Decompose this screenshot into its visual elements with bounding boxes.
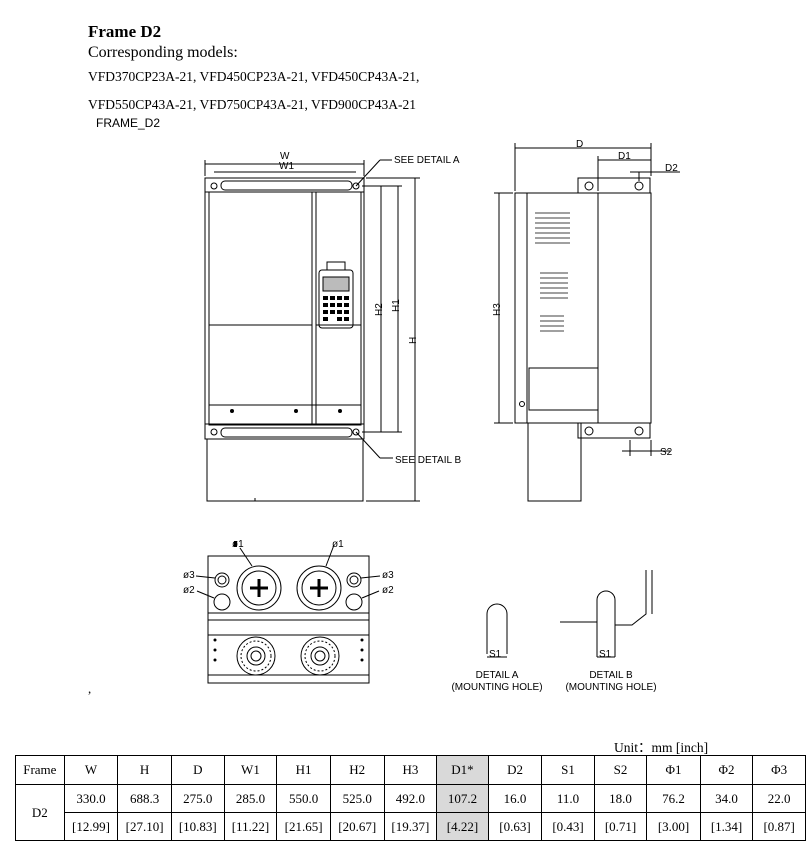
frame-cell: D2 xyxy=(15,784,65,841)
phi1-label-right: ø1 xyxy=(332,539,344,550)
models-line-2: VFD550CP43A-21, VFD750CP43A-21, VFD900CP… xyxy=(88,97,417,112)
cell-h1-mm: 550.0 xyxy=(276,784,331,813)
dim-label-h3: H3 xyxy=(492,303,503,316)
col-header-s2: S2 xyxy=(593,755,648,785)
detail-b-drawing xyxy=(560,570,653,658)
cell-h2-mm: 525.0 xyxy=(329,784,385,813)
dim-label-d1: D1 xyxy=(618,151,631,162)
cell-s2-mm: 18.0 xyxy=(593,784,648,813)
phi3-label-right: ø3 xyxy=(382,570,394,581)
front-view xyxy=(204,159,420,502)
cell-w-mm: 330.0 xyxy=(63,784,119,813)
col-header-phi3: Φ3 xyxy=(752,755,806,785)
col-header-w1: W1 xyxy=(223,755,278,785)
cell-s1-mm: 11.0 xyxy=(541,784,595,813)
cell-h3-inch: [19.37] xyxy=(383,812,438,841)
cell-h2-inch: [20.67] xyxy=(329,812,385,841)
detail-b-sublabel: (MOUNTING HOLE) xyxy=(565,682,656,693)
detail-a-label: DETAIL A xyxy=(476,670,519,681)
dim-label-h: H xyxy=(408,337,419,344)
unit-label: Unit：mm [inch] xyxy=(614,740,709,755)
phi1-label-left: ø1 xyxy=(232,539,244,550)
cell-phi3-inch: [0.87] xyxy=(752,812,806,841)
cell-d2-inch: [0.63] xyxy=(487,812,543,841)
cell-d-inch: [10.83] xyxy=(170,812,225,841)
dimension-table: Frame W H D W1 H1 H2 H3 D1* D2 S1 S2 Φ1 … xyxy=(15,755,806,841)
cell-phi2-inch: [1.34] xyxy=(699,812,754,841)
cell-h3-mm: 492.0 xyxy=(383,784,438,813)
col-header-w: W xyxy=(63,755,119,785)
dim-label-w1: W1 xyxy=(279,161,294,172)
bottom-view xyxy=(195,541,381,684)
cell-phi1-inch: [3.00] xyxy=(646,812,701,841)
cell-phi1-mm: 76.2 xyxy=(646,784,701,813)
cell-h-inch: [27.10] xyxy=(117,812,172,841)
cell-s1-inch: [0.43] xyxy=(541,812,595,841)
cell-w1-mm: 285.0 xyxy=(223,784,278,813)
detail-a-drawing xyxy=(486,603,508,658)
col-header-s1: S1 xyxy=(541,755,595,785)
cell-phi3-mm: 22.0 xyxy=(752,784,806,813)
dim-label-h1: H1 xyxy=(391,299,402,312)
cell-w1-inch: [11.22] xyxy=(223,812,278,841)
dimension-drawing: W W1 SEE DETAIL A SEE DETAIL B H2 H1 H D… xyxy=(183,139,680,693)
detail-b-label: DETAIL B xyxy=(589,670,633,681)
see-detail-a-label: SEE DETAIL A xyxy=(394,155,460,166)
cell-s2-inch: [0.71] xyxy=(593,812,648,841)
detail-a-sublabel: (MOUNTING HOLE) xyxy=(451,682,542,693)
stray-mark: , xyxy=(88,681,92,696)
side-view xyxy=(494,143,680,502)
cell-d2-mm: 16.0 xyxy=(487,784,543,813)
cell-d-mm: 275.0 xyxy=(170,784,225,813)
col-header-phi2: Φ2 xyxy=(699,755,754,785)
dim-label-w: W xyxy=(280,151,290,162)
phi2-label-left: ø2 xyxy=(183,585,195,596)
cell-d1-mm: 107.2 xyxy=(436,784,489,813)
cell-d1-inch: [4.22] xyxy=(436,812,489,841)
detail-b-s1-label: S1 xyxy=(599,649,612,660)
models-line-1: VFD370CP23A-21, VFD450CP23A-21, VFD450CP… xyxy=(88,69,420,84)
dim-label-s2: S2 xyxy=(660,447,673,458)
dim-label-d2: D2 xyxy=(665,163,678,174)
col-header-frame: Frame xyxy=(15,755,65,785)
cell-h-mm: 688.3 xyxy=(117,784,172,813)
table-header-row: Frame W H D W1 H1 H2 H3 D1* D2 S1 S2 Φ1 … xyxy=(15,755,806,785)
col-header-d1: D1* xyxy=(436,755,489,785)
col-header-d: D xyxy=(170,755,225,785)
frame-drawing-note: FRAME_D2 xyxy=(96,116,161,130)
table-row-inch: [12.99] [27.10] [10.83] [11.22] [21.65] … xyxy=(16,812,806,841)
phi2-label-right: ø2 xyxy=(382,585,394,596)
col-header-h2: H2 xyxy=(329,755,385,785)
cell-w-inch: [12.99] xyxy=(63,812,119,841)
cell-phi2-mm: 34.0 xyxy=(699,784,754,813)
col-header-d2: D2 xyxy=(487,755,543,785)
corresponding-models-label: Corresponding models: xyxy=(88,44,238,61)
col-header-h3: H3 xyxy=(383,755,438,785)
col-header-h: H xyxy=(117,755,172,785)
detail-a-s1-label: S1 xyxy=(489,649,502,660)
frame-title: Frame D2 xyxy=(88,22,162,41)
col-header-h1: H1 xyxy=(276,755,331,785)
dim-label-d: D xyxy=(576,139,583,150)
cell-h1-inch: [21.65] xyxy=(276,812,331,841)
dim-label-h2: H2 xyxy=(374,303,385,316)
see-detail-b-label: SEE DETAIL B xyxy=(395,455,461,466)
table-row-mm: D2 330.0 688.3 275.0 285.0 550.0 525.0 4… xyxy=(15,784,806,841)
col-header-phi1: Φ1 xyxy=(646,755,701,785)
phi3-label-left: ø3 xyxy=(183,570,195,581)
